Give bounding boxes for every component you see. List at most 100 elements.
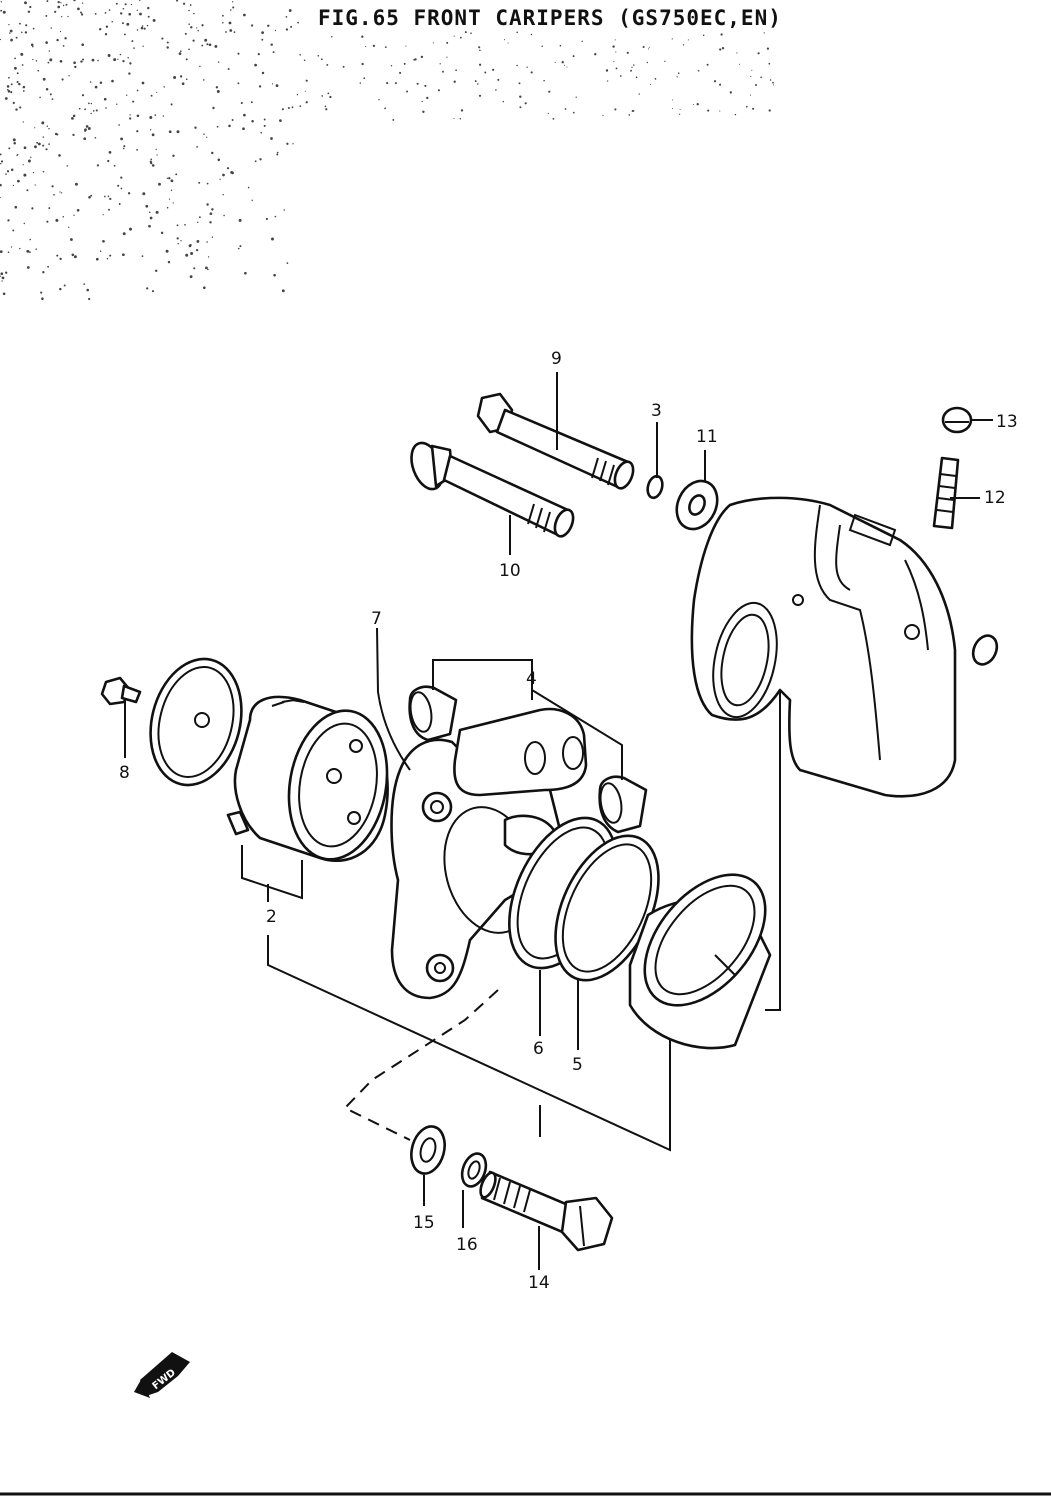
scan-noise-dot	[107, 195, 110, 198]
scan-noise-dot	[60, 192, 63, 194]
scan-noise-dot	[149, 216, 153, 220]
scan-noise-dot	[424, 84, 427, 87]
scan-noise-dot	[594, 53, 597, 56]
scan-noise-dot	[459, 117, 462, 120]
scan-noise-dot	[10, 246, 13, 248]
scan-noise-dot	[173, 76, 177, 79]
scan-noise-dot	[267, 24, 270, 27]
scan-noise-dot	[420, 55, 424, 59]
scan-noise-dot	[446, 56, 448, 58]
scan-noise-dot	[751, 69, 753, 71]
scan-noise-dot	[68, 226, 70, 228]
scan-noise-dot	[247, 186, 250, 189]
scan-noise-dot	[158, 182, 161, 186]
scan-noise-dot	[150, 94, 153, 97]
scan-noise-dot	[223, 214, 225, 217]
scan-noise-dot	[74, 65, 77, 69]
scan-noise-dot	[136, 130, 139, 133]
scan-noise-dot	[42, 77, 46, 81]
callout-13: 13	[996, 412, 1018, 432]
scan-noise-dot	[638, 93, 640, 95]
scan-noise-dot	[90, 102, 93, 105]
scan-noise-dot	[48, 127, 50, 130]
scan-noise-dot	[185, 58, 188, 61]
scan-noise-dot	[261, 38, 264, 41]
scan-noise-dot	[80, 13, 84, 16]
scan-noise-dot	[10, 168, 14, 171]
scan-noise-dot	[165, 249, 169, 253]
scan-noise-dot	[123, 33, 126, 36]
scan-noise-dot	[69, 238, 73, 241]
callout-9: 9	[551, 349, 562, 369]
scan-noise-dot	[205, 266, 208, 270]
scan-noise-dot	[650, 83, 652, 86]
scan-noise-dot	[146, 287, 149, 290]
scan-noise-dot	[679, 113, 681, 115]
scan-noise-dot	[109, 254, 112, 257]
scan-noise-dot	[286, 142, 289, 145]
scan-noise-dot	[198, 216, 201, 219]
scan-noise-dot	[76, 208, 80, 212]
scan-noise-dot	[327, 92, 330, 95]
scan-noise-dot	[113, 164, 116, 167]
scan-noise-dot	[150, 158, 153, 161]
scan-noise-dot	[22, 164, 24, 166]
scan-noise-dot	[120, 187, 123, 190]
scan-noise-dot	[414, 58, 417, 61]
scan-noise-dot	[453, 80, 456, 83]
scan-noise-dot	[227, 68, 230, 70]
scan-noise-dot	[203, 79, 205, 81]
scan-noise-dot	[59, 30, 62, 33]
scan-noise-dot	[45, 88, 49, 91]
scan-noise-dot	[204, 38, 208, 42]
scan-noise-dot	[108, 9, 111, 11]
scan-noise-dot	[168, 198, 171, 200]
scan-noise-dot	[193, 267, 196, 270]
scan-noise-dot	[46, 0, 49, 3]
scan-noise-dot	[42, 144, 45, 147]
scan-noise-dot	[80, 11, 82, 14]
scan-noise-dot	[216, 90, 220, 93]
scan-noise-dot	[59, 59, 63, 63]
scan-noise-dot	[561, 61, 564, 64]
scan-noise-dot	[399, 71, 402, 74]
scan-noise-dot	[270, 137, 273, 140]
scan-noise-dot	[87, 127, 91, 130]
scan-noise-dot	[38, 142, 41, 146]
scan-noise-dot	[147, 6, 150, 10]
scan-noise-dot	[129, 117, 132, 120]
scan-noise-dot	[168, 130, 172, 134]
scan-noise-dot	[104, 12, 107, 14]
callout-5: 5	[572, 1055, 583, 1075]
scan-noise-dot	[61, 16, 63, 18]
scan-noise-dot	[263, 124, 266, 127]
scan-noise-dot	[274, 29, 277, 32]
scan-noise-dot	[152, 18, 156, 22]
scan-noise-dot	[61, 78, 64, 81]
scan-noise-dot	[22, 90, 25, 92]
scan-noise-dot	[149, 116, 153, 119]
scan-noise-dot	[154, 269, 158, 273]
scan-noise-dot	[12, 184, 15, 187]
scan-noise-dot	[23, 173, 27, 177]
part-4-bushings	[408, 685, 648, 834]
scan-noise-dot	[772, 84, 774, 86]
scan-noise-dot	[62, 45, 65, 47]
scan-noise-dot	[614, 108, 617, 111]
scan-noise-dot	[195, 248, 199, 252]
scan-noise-dot	[752, 107, 755, 110]
scan-noise-dot	[34, 127, 36, 129]
scan-noise-dot	[615, 67, 618, 70]
scan-noise-dot	[470, 32, 472, 34]
scan-noise-dot	[564, 108, 567, 110]
scan-noise-dot	[361, 62, 364, 66]
scan-noise-dot	[81, 94, 85, 97]
part-11-washer	[675, 479, 719, 531]
scan-noise-dot	[8, 76, 10, 79]
scan-noise-dot	[6, 85, 10, 88]
scan-noise-dot	[439, 63, 441, 65]
scan-noise-dot	[297, 21, 299, 24]
scan-noise-dot	[117, 184, 120, 187]
scan-noise-dot	[23, 146, 27, 150]
scan-noise-dot	[214, 44, 218, 48]
